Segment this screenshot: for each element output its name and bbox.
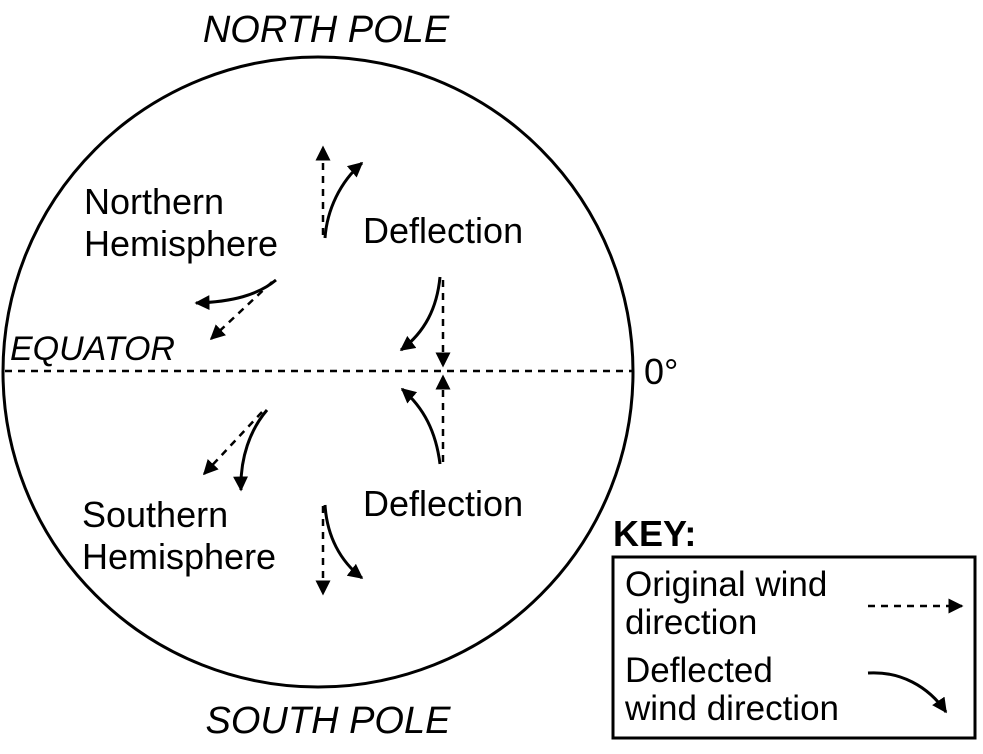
southern-hemisphere-label: Southern Hemisphere xyxy=(82,494,276,577)
deflected-wind-arrow-south-equator xyxy=(400,387,442,465)
deflected-wind-arrow-south xyxy=(323,504,364,580)
south-pole-label: SOUTH POLE xyxy=(206,700,452,742)
northern-hemisphere-label: Northern Hemisphere xyxy=(84,181,278,264)
degree-label: 0° xyxy=(644,351,678,392)
original-wind-arrow-northwest xyxy=(209,281,273,341)
north-pole-label: NORTH POLE xyxy=(203,9,450,51)
deflection-bottom-label: Deflection xyxy=(363,483,523,524)
deflected-wind-arrow-north-equator xyxy=(399,276,442,352)
deflected-wind-arrow-north xyxy=(323,161,364,239)
deflection-top-label: Deflection xyxy=(363,210,523,251)
deflected-wind-arrow-southwest xyxy=(233,409,269,492)
key-box xyxy=(611,555,977,740)
key-deflected-arrow xyxy=(867,671,948,714)
original-wind-arrow-southwest xyxy=(202,411,263,476)
equator-label: EQUATOR xyxy=(10,330,175,368)
deflected-wind-arrow-northwest xyxy=(194,278,277,311)
key-original-label: Original wind direction xyxy=(625,565,837,642)
key-deflected-label: Deflected wind direction xyxy=(624,651,839,728)
key-title: KEY: xyxy=(613,513,696,554)
